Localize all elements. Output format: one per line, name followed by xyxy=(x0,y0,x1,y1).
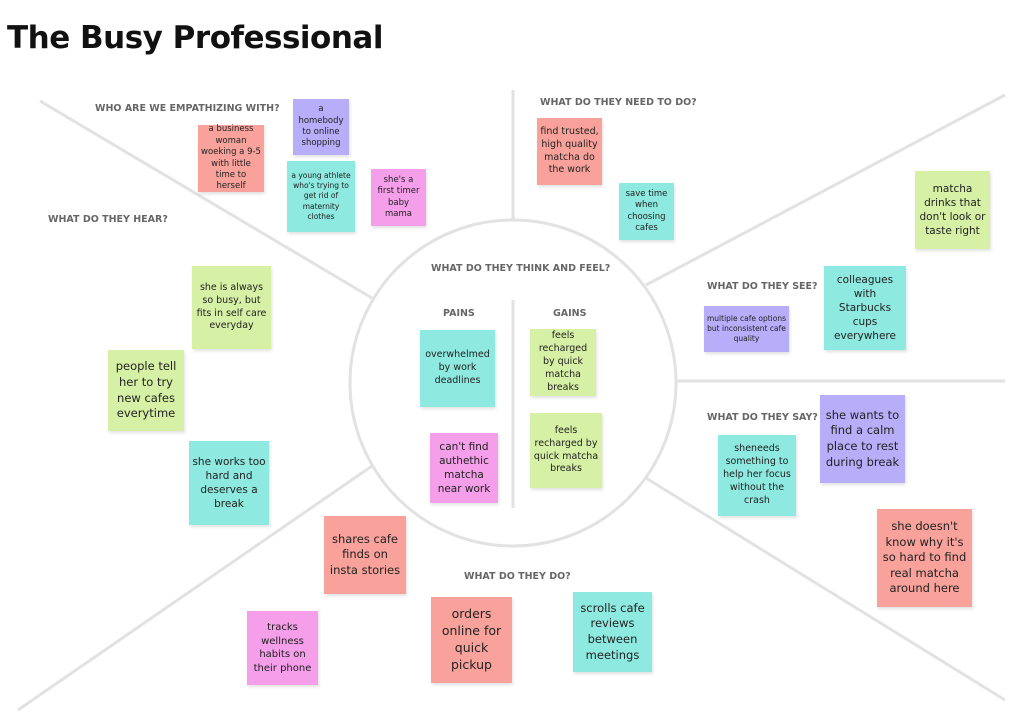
section-label-think: WHAT DO THEY THINK AND FEEL? xyxy=(431,263,611,274)
section-label-say: WHAT DO THEY SAY? xyxy=(707,412,818,423)
section-label-pains: PAINS xyxy=(443,308,475,319)
sticky-note[interactable]: multiple cafe options but inconsistent c… xyxy=(704,306,789,352)
sticky-note[interactable]: she works too hard and deserves a break xyxy=(189,441,269,525)
sticky-note[interactable]: a business woman woeking a 9-5 with litt… xyxy=(198,124,264,192)
sticky-note[interactable]: save time when choosing cafes xyxy=(619,183,674,240)
section-label-see: WHAT DO THEY SEE? xyxy=(707,281,818,292)
section-label-do: WHAT DO THEY DO? xyxy=(464,571,571,582)
sticky-note[interactable]: matcha drinks that don't look or taste r… xyxy=(915,171,990,249)
divider-line xyxy=(645,476,1006,702)
sticky-note[interactable]: people tell her to try new cafes everyti… xyxy=(108,350,184,431)
sticky-note[interactable]: a homebody to online shopping xyxy=(293,99,349,155)
divider-line xyxy=(39,99,373,300)
sticky-note[interactable]: she wants to find a calm place to rest d… xyxy=(820,395,905,483)
divider-line xyxy=(645,93,1006,287)
sticky-note[interactable]: find trusted, high quality matcha do the… xyxy=(537,118,602,185)
sticky-note[interactable]: feels recharged by quick matcha breaks xyxy=(530,329,596,396)
section-label-need: WHAT DO THEY NEED TO DO? xyxy=(540,97,697,108)
sticky-note[interactable]: she doesn't know why it's so hard to fin… xyxy=(877,509,972,607)
sticky-note[interactable]: shares cafe finds on insta stories xyxy=(324,516,406,594)
sticky-note[interactable]: overwhelmed by work deadlines xyxy=(420,330,495,407)
divider-line xyxy=(17,464,373,712)
page-title: The Busy Professional xyxy=(7,20,383,56)
sticky-note[interactable]: scrolls cafe reviews between meetings xyxy=(573,592,652,672)
sticky-note[interactable]: she is always so busy, but fits in self … xyxy=(192,266,271,349)
section-label-empathize: WHO ARE WE EMPATHIZING WITH? xyxy=(95,103,280,114)
sticky-note[interactable]: a young athlete who's trying to get rid … xyxy=(287,161,355,232)
sticky-note[interactable]: she's a first timer baby mama xyxy=(371,169,426,226)
sticky-note[interactable]: orders online for quick pickup xyxy=(431,597,512,683)
sticky-note[interactable]: sheneeds something to help her focus wit… xyxy=(718,435,796,516)
sticky-note[interactable]: can't find authethic matcha near work xyxy=(430,433,498,503)
sticky-note[interactable]: feels recharged by quick matcha breaks xyxy=(530,413,602,488)
think-feel-circle xyxy=(348,218,678,548)
section-label-hear: WHAT DO THEY HEAR? xyxy=(48,214,168,225)
section-label-gains: GAINS xyxy=(553,308,587,319)
sticky-note[interactable]: tracks wellness habits on their phone xyxy=(247,611,318,685)
sticky-note[interactable]: colleagues with Starbucks cups everywher… xyxy=(824,266,906,350)
